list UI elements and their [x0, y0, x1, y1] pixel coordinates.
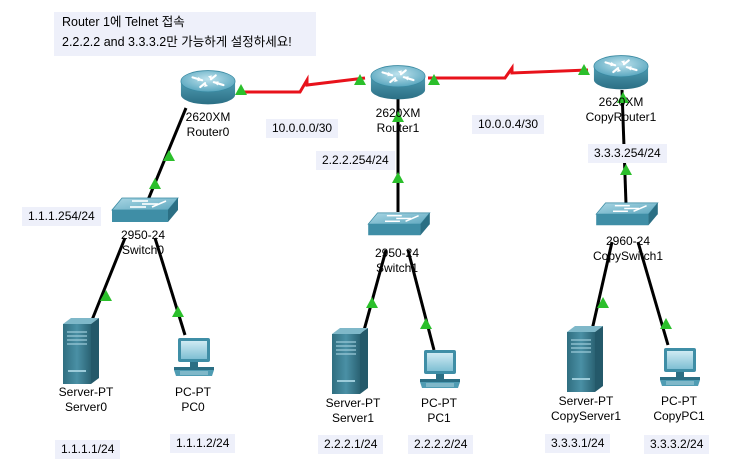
- ip-label-server1: 2.2.2.1/24: [318, 435, 384, 454]
- router1-router-icon[interactable]: [369, 64, 427, 101]
- pc1-pc-icon[interactable]: [419, 349, 461, 389]
- pc1-name: PC1: [427, 411, 451, 425]
- server1-server-icon[interactable]: [332, 328, 368, 394]
- server1-model: Server-PT: [325, 396, 381, 410]
- server0-server-icon[interactable]: [63, 318, 99, 384]
- router0-router-icon[interactable]: [179, 69, 237, 106]
- link-up-indicator: [172, 306, 184, 317]
- gateway-label-lan0: 1.1.1.254/24: [22, 207, 101, 226]
- copypc1-label: PC-PT CopyPC1: [653, 394, 704, 424]
- copyswitch1-switch-icon[interactable]: [595, 202, 659, 227]
- copyrouter1-model: 2620XM: [598, 95, 644, 109]
- copyrouter1-router-icon[interactable]: [592, 54, 650, 91]
- switch1-switch-icon[interactable]: [367, 212, 431, 237]
- router1-label: 2620XM Router1: [376, 106, 421, 136]
- switch1-model: 2950-24: [374, 246, 420, 260]
- pc0-label: PC-PT PC0: [175, 385, 211, 415]
- ip-label-copyserver1: 3.3.3.1/24: [545, 434, 611, 453]
- network-label-r1-cr1: 10.0.0.4/30: [472, 115, 545, 134]
- server1-label: Server-PT Server1: [326, 396, 381, 426]
- server0-model: Server-PT: [58, 385, 114, 399]
- gateway-label-lan1: 2.2.2.254/24: [316, 151, 395, 170]
- router1-name: Router1: [376, 121, 420, 135]
- copypc1-model: PC-PT: [660, 394, 697, 408]
- copyserver1-model: Server-PT: [558, 394, 614, 408]
- server0-name: Server0: [64, 400, 108, 414]
- router0-label: 2620XM Router0: [186, 110, 231, 140]
- pc0-model: PC-PT: [175, 385, 211, 399]
- copyswitch1-name: CopySwitch1: [592, 249, 664, 263]
- serial-link-router0-router1[interactable]: [238, 74, 366, 94]
- copyserver1-server-icon[interactable]: [567, 326, 603, 392]
- server0-label: Server-PT Server0: [59, 385, 114, 415]
- ethernet-link-switch1-pc1[interactable]: [406, 249, 436, 351]
- switch0-name: Switch0: [121, 243, 165, 257]
- copyrouter1-name: CopyRouter1: [585, 110, 657, 124]
- copyswitch1-label: 2960-24 CopySwitch1: [593, 234, 663, 264]
- pc1-label: PC-PT PC1: [421, 396, 457, 426]
- pc1-model: PC-PT: [421, 396, 457, 410]
- ethernet-link-switch1-server1[interactable]: [361, 249, 388, 335]
- ethernet-link-copyswitch1-copyserver1[interactable]: [590, 241, 614, 331]
- network-label-r0-r1: 10.0.0.0/30: [266, 119, 339, 138]
- router1-model: 2620XM: [375, 106, 421, 120]
- switch0-model: 2950-24: [120, 228, 166, 242]
- copyswitch1-model: 2960-24: [605, 234, 651, 248]
- copyserver1-name: CopyServer1: [550, 409, 622, 423]
- server1-name: Server1: [331, 411, 375, 425]
- instruction-line-1: Router 1에 Telnet 접속: [62, 15, 185, 29]
- gateway-label-lan2: 3.3.3.254/24: [588, 144, 667, 163]
- switch0-switch-icon[interactable]: [111, 197, 179, 223]
- copypc1-name: CopyPC1: [653, 409, 705, 423]
- link-up-indicator: [366, 297, 378, 308]
- instruction-line-2: 2.2.2.2 and 3.3.3.2만 가능하게 설정하세요!: [62, 35, 292, 49]
- link-up-indicator: [620, 164, 632, 175]
- ethernet-link-switch0-server0[interactable]: [90, 237, 127, 321]
- ip-label-pc1: 2.2.2.2/24: [408, 435, 474, 454]
- link-up-indicator: [420, 318, 432, 329]
- link-up-indicator: [392, 172, 404, 183]
- ip-label-copypc1: 3.3.3.2/24: [644, 435, 710, 454]
- serial-link-router1-copyrouter1[interactable]: [428, 63, 589, 80]
- ip-label-pc0: 1.1.1.2/24: [170, 434, 236, 453]
- switch1-label: 2950-24 Switch1: [375, 246, 419, 276]
- ethernet-link-switch0-pc0[interactable]: [153, 237, 187, 336]
- switch0-label: 2950-24 Switch0: [121, 228, 165, 258]
- instruction-note: Router 1에 Telnet 접속 2.2.2.2 and 3.3.3.2만…: [54, 12, 316, 56]
- pc0-name: PC0: [181, 400, 205, 414]
- pc0-pc-icon[interactable]: [173, 337, 215, 377]
- copyserver1-label: Server-PT CopyServer1: [551, 394, 621, 424]
- copyrouter1-label: 2620XM CopyRouter1: [586, 95, 657, 125]
- link-up-indicator: [235, 84, 247, 95]
- ip-label-server0: 1.1.1.1/24: [55, 440, 121, 459]
- router0-model: 2620XM: [185, 110, 231, 124]
- switch1-name: Switch1: [375, 261, 419, 275]
- copypc1-pc-icon[interactable]: [659, 347, 701, 387]
- router0-name: Router0: [186, 125, 230, 139]
- link-up-indicator: [149, 178, 161, 189]
